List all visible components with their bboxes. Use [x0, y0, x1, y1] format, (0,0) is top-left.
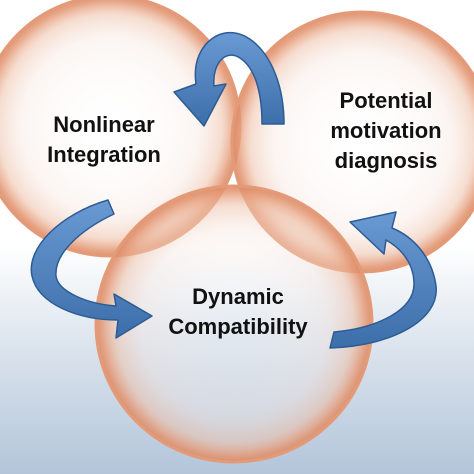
label-dynamic-compatibility: Dynamic Compatibility	[130, 282, 346, 342]
arrow-potential-to-nonlinear	[173, 31, 285, 127]
label-potential-motivation-diagnosis: Potential motivation diagnosis	[300, 86, 472, 176]
label-line: motivation	[330, 118, 442, 143]
label-line: Potential	[339, 88, 433, 113]
label-line: Dynamic	[192, 284, 284, 309]
arrow-nonlinear-to-dynamic	[30, 199, 153, 339]
arrow-dynamic-to-potential	[329, 211, 437, 349]
label-line: Compatibility	[168, 314, 308, 339]
label-line: Integration	[47, 142, 161, 167]
label-nonlinear-integration: Nonlinear Integration	[14, 110, 194, 170]
label-line: Nonlinear	[53, 112, 155, 137]
label-line: diagnosis	[334, 148, 438, 173]
